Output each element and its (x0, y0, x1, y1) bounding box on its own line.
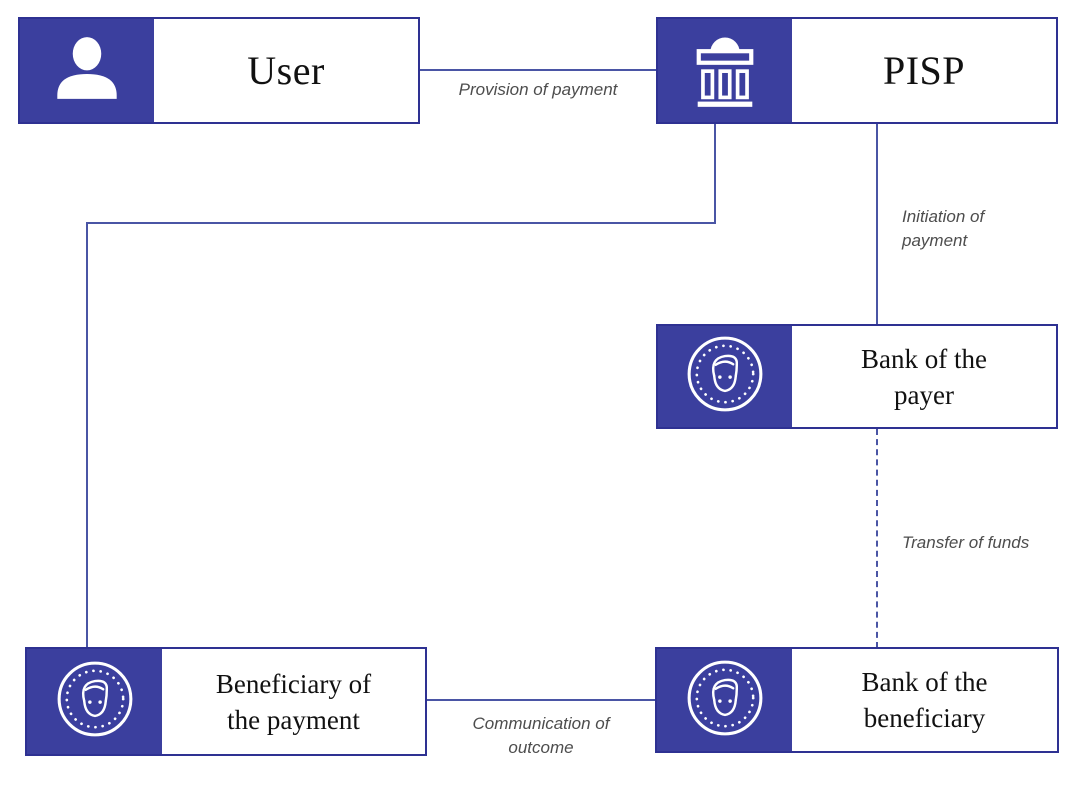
person-coin-icon (684, 333, 766, 420)
edge-transfer-dashed-line (876, 429, 878, 648)
edge-pisp-down-line (714, 123, 716, 224)
node-bank-beneficiary-icon-section (657, 649, 792, 751)
node-beneficiary-label: Beneficiary of the payment (215, 668, 372, 735)
edge-initiation-line (876, 123, 878, 325)
node-user: User (18, 17, 420, 124)
node-bank-payer: Bank of the payer (656, 324, 1058, 429)
person-coin-icon (54, 658, 136, 745)
edge-communication-line (425, 699, 657, 701)
node-bank-beneficiary-label-section: Bank of the beneficiary (792, 649, 1057, 751)
node-user-icon-section (20, 19, 154, 122)
edge-label-communication: Communication of outcome (472, 714, 610, 757)
person-coin-icon (684, 657, 766, 744)
edge-elbow-horizontal-line (86, 222, 716, 224)
node-beneficiary: Beneficiary of the payment (25, 647, 427, 756)
node-pisp: PISP (656, 17, 1058, 124)
edge-label-initiation: Initiation of payment (902, 207, 985, 250)
node-bank-beneficiary: Bank of the beneficiary (655, 647, 1059, 753)
node-beneficiary-icon-section (27, 649, 162, 754)
node-pisp-label: PISP (882, 48, 966, 93)
edge-label-provision: Provision of payment (458, 80, 618, 99)
node-bank-payer-label: Bank of the payer (861, 343, 987, 410)
node-user-label: User (247, 48, 325, 93)
edge-provision-line (418, 69, 658, 71)
edge-left-vertical-line (86, 222, 88, 648)
node-bank-payer-label-section: Bank of the payer (792, 326, 1056, 427)
node-bank-payer-icon-section (658, 326, 792, 427)
node-beneficiary-label-section: Beneficiary of the payment (162, 649, 425, 754)
node-pisp-label-section: PISP (792, 19, 1056, 122)
node-pisp-icon-section (658, 19, 792, 122)
node-user-label-section: User (154, 19, 418, 122)
node-bank-beneficiary-label: Bank of the beneficiary (861, 667, 988, 733)
person-icon (49, 30, 125, 111)
edge-label-transfer: Transfer of funds (902, 533, 1030, 552)
bank-building-icon (677, 26, 773, 115)
